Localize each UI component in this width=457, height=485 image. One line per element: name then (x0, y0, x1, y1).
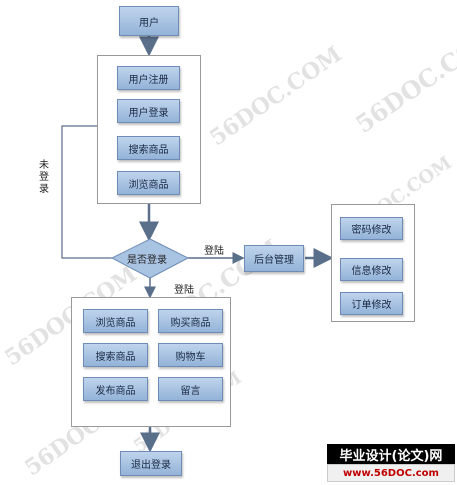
register-node: 用户注册 (117, 66, 180, 90)
not-logged-in-label: 未登录 (39, 160, 49, 195)
cart-node: 购物车 (158, 343, 223, 367)
browse-node: 浏览商品 (117, 171, 180, 195)
logged-in-down-label: 登陆 (174, 285, 194, 296)
site-badge-url[interactable]: www.56DOC.com (327, 464, 455, 482)
admin-node: 后台管理 (244, 245, 304, 272)
browse2-node: 浏览商品 (83, 309, 148, 333)
edge-not-logged-in-loop (61, 125, 112, 259)
info-edit-node: 信息修改 (340, 258, 403, 281)
buy-node: 购买商品 (158, 309, 223, 333)
decision-diamond (110, 238, 190, 279)
decision-label: 是否登录 (127, 255, 167, 266)
site-badge-title: 毕业设计(论文)网 (327, 444, 455, 464)
password-edit-node: 密码修改 (340, 217, 403, 240)
message-node: 留言 (158, 377, 223, 401)
login-node: 用户登录 (117, 99, 180, 123)
logout-node: 退出登录 (120, 451, 182, 476)
user-node: 用户 (119, 6, 179, 36)
logged-in-right-label: 登陆 (204, 246, 224, 257)
order-edit-node: 订单修改 (340, 292, 403, 315)
publish-node: 发布商品 (83, 377, 148, 401)
search-node: 搜索商品 (117, 136, 180, 160)
search2-node: 搜索商品 (83, 343, 148, 367)
